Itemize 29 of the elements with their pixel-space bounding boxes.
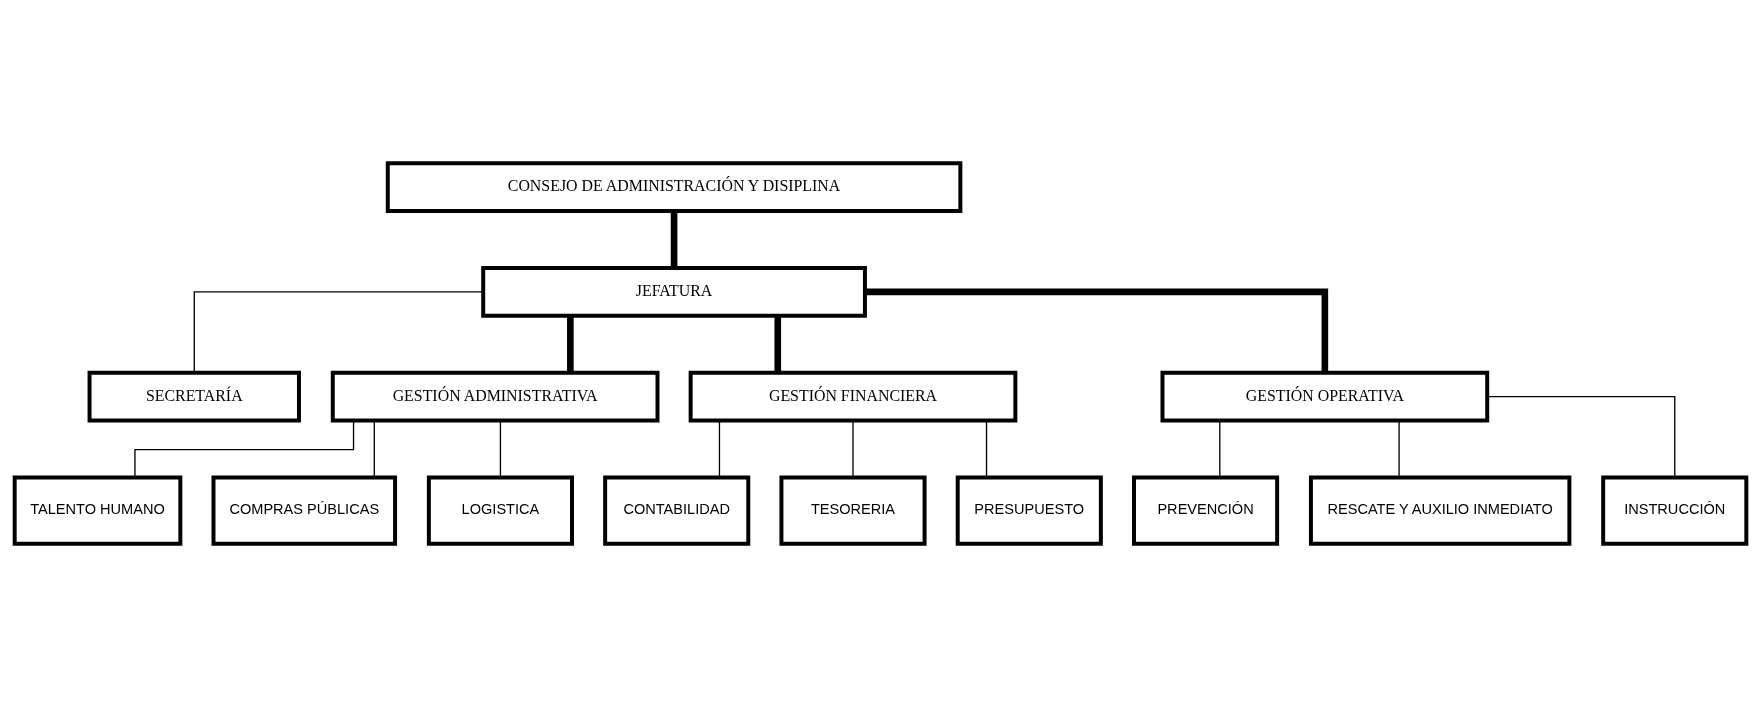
connector — [852, 419, 854, 478]
connector — [985, 419, 988, 478]
connector — [865, 288, 1329, 372]
node-box: JEFATURA — [481, 265, 867, 318]
connector — [193, 290, 484, 373]
node-box: CONTABILIDAD — [603, 474, 751, 546]
connector — [134, 419, 355, 478]
node-box: GESTIÓN ADMINISTRATIVA — [330, 370, 660, 422]
node-box: GESTIÓN OPERATIVA — [1160, 370, 1490, 422]
node-box: CONSEJO DE ADMINISTRACIÓN Y DISIPLINA — [385, 160, 963, 213]
node-box: COMPRAS PÚBLICAS — [211, 474, 398, 546]
node-box: INSTRUCCIÓN — [1601, 474, 1749, 546]
connector — [373, 419, 375, 478]
connector — [670, 210, 678, 268]
connector — [567, 315, 574, 372]
node-box: PRESUPUESTO — [955, 474, 1103, 546]
connector — [1486, 395, 1676, 478]
connector — [774, 315, 782, 372]
connector — [718, 419, 721, 478]
node-box: TESORERIA — [779, 474, 927, 546]
node-box: TALENTO HUMANO — [12, 474, 183, 546]
node-box: GESTIÓN FINANCIERA — [688, 370, 1018, 422]
connector — [499, 419, 502, 478]
connector — [1219, 419, 1221, 478]
node-box: PREVENCIÓN — [1132, 474, 1280, 546]
node-box: LOGISTICA — [426, 474, 574, 546]
node-box: SECRETARÍA — [87, 370, 301, 422]
node-box: RESCATE Y AUXILIO INMEDIATO — [1308, 474, 1572, 546]
connector — [1398, 419, 1400, 478]
